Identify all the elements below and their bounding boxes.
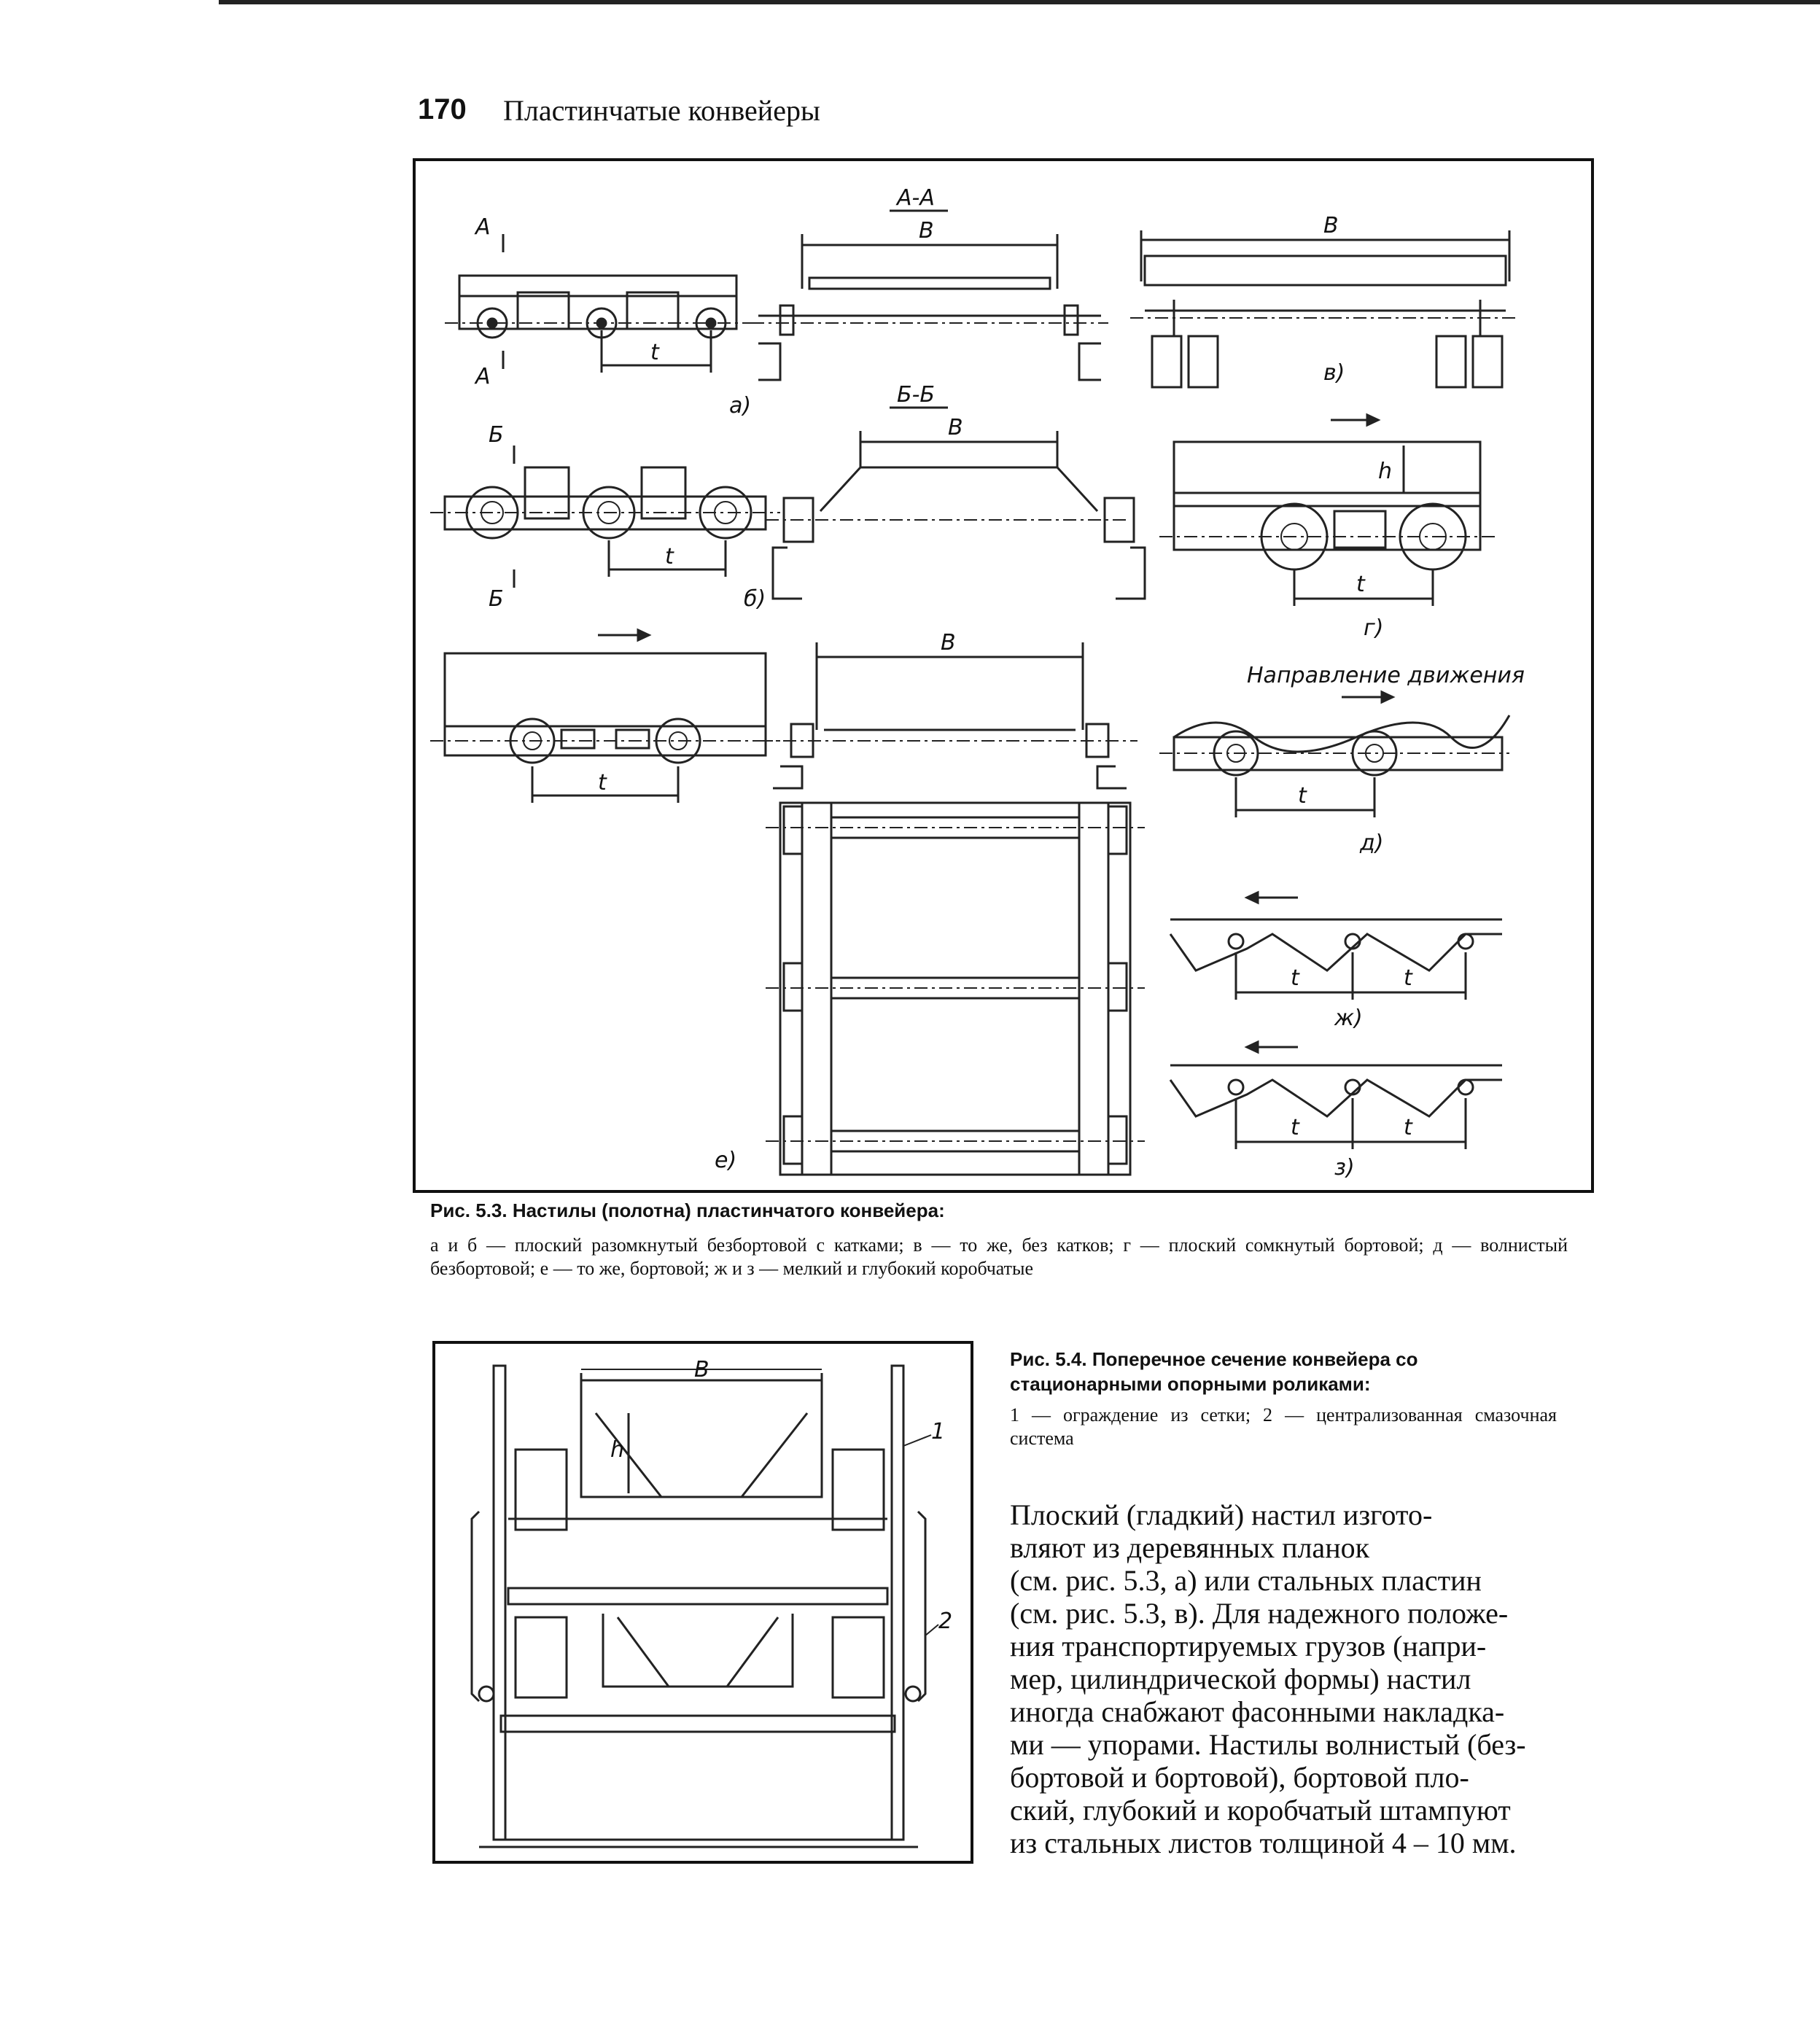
figure-5-3: А А t а) А-А В В в) (413, 158, 1594, 1193)
svg-text:А: А (474, 214, 491, 240)
body-line: Плоский (гладкий) настил изгото- (1010, 1498, 1433, 1531)
body-line: вляют из деревянных планок (1010, 1531, 1370, 1564)
svg-text:В: В (948, 415, 963, 440)
svg-text:е): е) (715, 1148, 736, 1173)
body-line: из стальных листов толщиной 4 – 10 мм. (1010, 1827, 1517, 1859)
body-line: ния транспортируемых грузов (напри- (1010, 1630, 1487, 1662)
fig-a-section-aa: А-А В (751, 185, 1108, 381)
body-line: ми — упорами. Настилы волнистый (без- (1010, 1728, 1526, 1761)
svg-text:Направление движения: Направление движения (1247, 663, 1525, 688)
figure-5-4-caption: Рис. 5.4. Поперечное сечение конвейера с… (1010, 1348, 1418, 1395)
svg-text:в): в) (1323, 360, 1345, 386)
fig-z-box-deep: t t з) (1169, 1040, 1502, 1181)
svg-text:t: t (665, 544, 674, 569)
svg-text:t: t (1404, 1115, 1413, 1140)
fig54-cross-section: В h 1 2 (470, 1357, 952, 1848)
svg-text:В: В (941, 630, 956, 656)
svg-text:д): д) (1359, 831, 1383, 856)
running-title: Пластинчатые конвейеры (503, 94, 820, 127)
body-paragraph: Плоский (гладкий) настил изгото- вляют и… (1010, 1498, 1557, 1859)
figure-5-4-legend: 1 — ограждение из сетки; 2 — централизов… (1010, 1404, 1557, 1449)
svg-text:Б-Б: Б-Б (897, 382, 935, 408)
fig-side-view-middle: t (430, 628, 780, 803)
svg-text:t: t (1291, 1115, 1300, 1140)
svg-text:Б: Б (489, 422, 504, 448)
svg-text:В: В (919, 218, 934, 244)
figure-5-3-drawing: А А t а) А-А В В в) (430, 185, 1525, 1181)
svg-text:ж): ж) (1334, 1006, 1363, 1031)
body-line: ский, глубокий и коробчатый штампуют (1010, 1794, 1511, 1827)
svg-text:В: В (694, 1357, 709, 1382)
svg-text:б): б) (744, 586, 766, 612)
fig-b-section-bb: Б-Б В (766, 382, 1146, 600)
figure-5-4-drawing: В h 1 2 (470, 1357, 952, 1848)
figure-5-3-legend: а и б — плоский разомкнутый безбортовой … (430, 1234, 1568, 1279)
fig-g-side-view: h t г) (1159, 413, 1495, 641)
body-line: мер, цилиндрической формы) настил (1010, 1662, 1471, 1695)
svg-text:t: t (1298, 783, 1307, 809)
svg-text:t: t (1291, 965, 1300, 991)
svg-text:а): а) (729, 393, 751, 419)
svg-text:h: h (1378, 459, 1392, 484)
fig-d-wavy: Направление движения t д) (1159, 663, 1525, 856)
svg-text:В: В (1323, 213, 1339, 238)
figure-5-3-caption: Рис. 5.3. Настилы (полотна) пластинчатог… (430, 1199, 945, 1221)
fig-a-side-view: А А t а) (445, 214, 751, 419)
body-line: (см. рис. 5.3, в). Для надежного положе- (1010, 1597, 1509, 1630)
figure-5-4: В h 1 2 (432, 1341, 973, 1864)
svg-text:t: t (1356, 572, 1366, 597)
svg-text:А-А: А-А (895, 185, 935, 211)
svg-text:t: t (650, 340, 660, 365)
svg-text:Б: Б (489, 586, 504, 612)
fig-zh-box-shallow: t t ж) (1169, 890, 1502, 1031)
svg-text:t: t (1404, 965, 1413, 991)
svg-text:з): з) (1334, 1155, 1355, 1181)
fig-e-plan-view: е) (715, 801, 1145, 1176)
svg-text:2: 2 (938, 1609, 952, 1634)
body-line: (см. рис. 5.3, а) или стальных пластин (1010, 1564, 1482, 1597)
page-number: 170 (418, 93, 467, 125)
fig-b-side-view: Б Б t б) (430, 422, 780, 612)
body-line: бортовой и бортовой), бортовой пло- (1010, 1761, 1469, 1794)
svg-text:г): г) (1364, 615, 1383, 641)
svg-text:h: h (610, 1437, 624, 1463)
body-line: иногда снабжают фасонными накладка- (1010, 1695, 1505, 1728)
page-top-rule (219, 0, 1820, 4)
fig-section-middle: В (758, 630, 1138, 790)
svg-text:t: t (598, 770, 607, 796)
svg-text:А: А (474, 364, 491, 389)
svg-text:1: 1 (931, 1419, 945, 1444)
fig-v-section: В в) (1130, 213, 1517, 389)
